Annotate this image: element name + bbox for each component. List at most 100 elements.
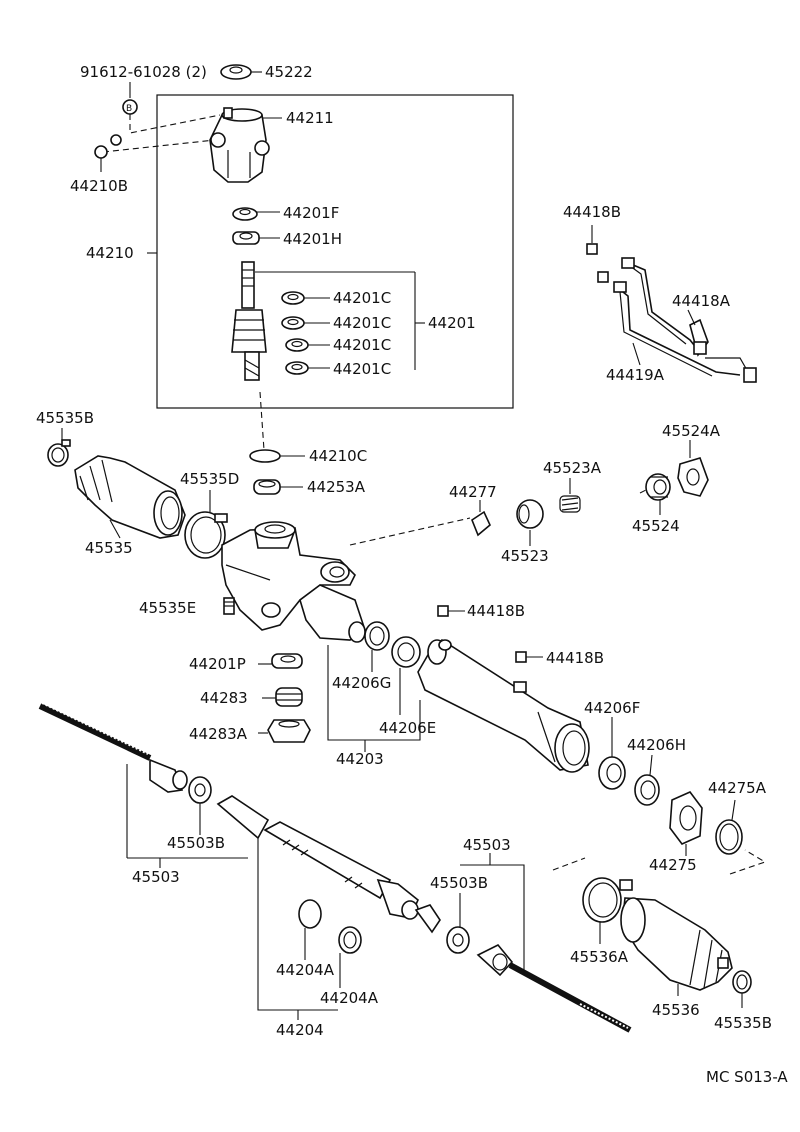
label-44206H: 44206H	[627, 736, 686, 754]
label-44201C-1: 44201C	[333, 289, 391, 307]
label-45222: 45222	[265, 63, 313, 81]
label-44275A: 44275A	[708, 779, 767, 797]
label-44201P: 44201P	[189, 655, 246, 673]
label-44419A: 44419A	[606, 366, 665, 384]
seal-44201H	[232, 231, 260, 245]
label-44206G: 44206G	[332, 674, 391, 692]
label-45524: 45524	[632, 517, 680, 535]
seal-44206G	[364, 621, 390, 651]
label-44204A-1: 44204A	[276, 961, 335, 979]
label-44210B: 44210B	[70, 177, 128, 195]
label-44201H: 44201H	[283, 230, 342, 248]
label-45524A: 45524A	[662, 422, 721, 440]
fitting-44418B-mid2	[515, 651, 527, 663]
tie-rod-right	[476, 943, 632, 1033]
rack	[216, 795, 441, 934]
label-45523A: 45523A	[543, 459, 602, 477]
label-45503B-right: 45503B	[430, 874, 488, 892]
label-45536: 45536	[652, 1001, 700, 1019]
clamp-45535D	[184, 511, 228, 559]
seal-44206E	[391, 636, 421, 668]
label-44204A-2: 44204A	[320, 989, 379, 1007]
seal-44201F	[232, 207, 258, 221]
boot-45536	[620, 897, 733, 991]
label-45503-right: 45503	[463, 836, 511, 854]
label-45535B-top: 45535B	[36, 409, 94, 427]
seal-ring-44201C-2	[281, 316, 305, 330]
label-44206E: 44206E	[379, 719, 436, 737]
fitting-44418B-mid1	[437, 605, 449, 617]
label-45503-left: 45503	[132, 868, 180, 886]
cap-45222	[220, 64, 252, 80]
label-44201C-2: 44201C	[333, 314, 391, 332]
label-45523: 45523	[501, 547, 549, 565]
yoke-45523	[516, 499, 544, 529]
fitting-44418B-top	[586, 225, 598, 255]
bearing-44253A	[253, 479, 281, 495]
spring-45523A	[559, 495, 581, 513]
seal-44206F	[598, 756, 626, 790]
rack-housing	[221, 521, 366, 643]
boot-45535	[74, 455, 186, 539]
label-44201F: 44201F	[283, 204, 339, 222]
washer-45503B-right	[446, 926, 470, 954]
bolt-icon: B	[122, 82, 138, 115]
label-45503B-left: 45503B	[167, 834, 225, 852]
label-44201C-3: 44201C	[333, 336, 391, 354]
label-45535E: 45535E	[139, 599, 196, 617]
plug-44283	[275, 687, 303, 707]
label-44283: 44283	[200, 689, 248, 707]
clamp-45535B-left	[47, 439, 71, 467]
bolt-45535E	[223, 597, 235, 615]
label-44210C: 44210C	[309, 447, 367, 465]
clamp-45535B-right	[732, 970, 752, 994]
seal-ring-44201C-3	[285, 338, 309, 352]
seal-44201P	[271, 653, 303, 669]
label-44418B-mid1: 44418B	[467, 602, 525, 620]
label-91612: 91612-61028 (2)	[80, 63, 207, 81]
label-45535: 45535	[85, 539, 133, 557]
label-44201: 44201	[428, 314, 476, 332]
pinion-shaft	[231, 261, 267, 381]
washer-45503B-left	[188, 776, 212, 804]
group-box-44210	[156, 94, 514, 409]
label-44283A: 44283A	[189, 725, 248, 743]
label-44418A: 44418A	[672, 292, 731, 310]
label-44418B-mid2: 44418B	[546, 649, 604, 667]
label-44253A: 44253A	[307, 478, 366, 496]
clamp-45536A	[582, 877, 633, 923]
plug-44277	[471, 510, 491, 537]
label-44418B-top: 44418B	[563, 203, 621, 221]
label-45535D: 45535D	[180, 470, 239, 488]
seal-ring-44201C-1	[281, 291, 305, 305]
washers-icon	[94, 134, 122, 172]
bushing-44275	[669, 791, 703, 845]
plug-45524	[645, 473, 671, 501]
label-44210: 44210	[86, 244, 134, 262]
plug-44204A-1	[298, 899, 322, 929]
label-44203: 44203	[336, 750, 384, 768]
locknut-44283A	[267, 719, 311, 743]
cylinder-tube	[417, 639, 590, 773]
seal-ring-44201C-4	[285, 361, 309, 375]
tie-rod-left	[38, 702, 188, 793]
label-44277: 44277	[449, 483, 497, 501]
pressure-lines	[597, 257, 757, 383]
label-44201C-4: 44201C	[333, 360, 391, 378]
diagram-code: MC S013-A	[706, 1068, 788, 1086]
label-44211: 44211	[286, 109, 334, 127]
label-44275: 44275	[649, 856, 697, 874]
label-45535B-bottom: 45535B	[714, 1014, 772, 1032]
o-ring-44210C	[249, 449, 281, 463]
bushing-44204A-2	[338, 926, 362, 954]
svg-text:B: B	[126, 104, 132, 114]
seal-44206H	[634, 774, 660, 806]
snap-ring-44275A	[715, 819, 743, 855]
label-44204: 44204	[276, 1021, 324, 1039]
label-45536A: 45536A	[570, 948, 629, 966]
locknut-45524A	[677, 457, 709, 497]
valve-housing-44211	[209, 107, 270, 183]
label-44206F: 44206F	[584, 699, 640, 717]
